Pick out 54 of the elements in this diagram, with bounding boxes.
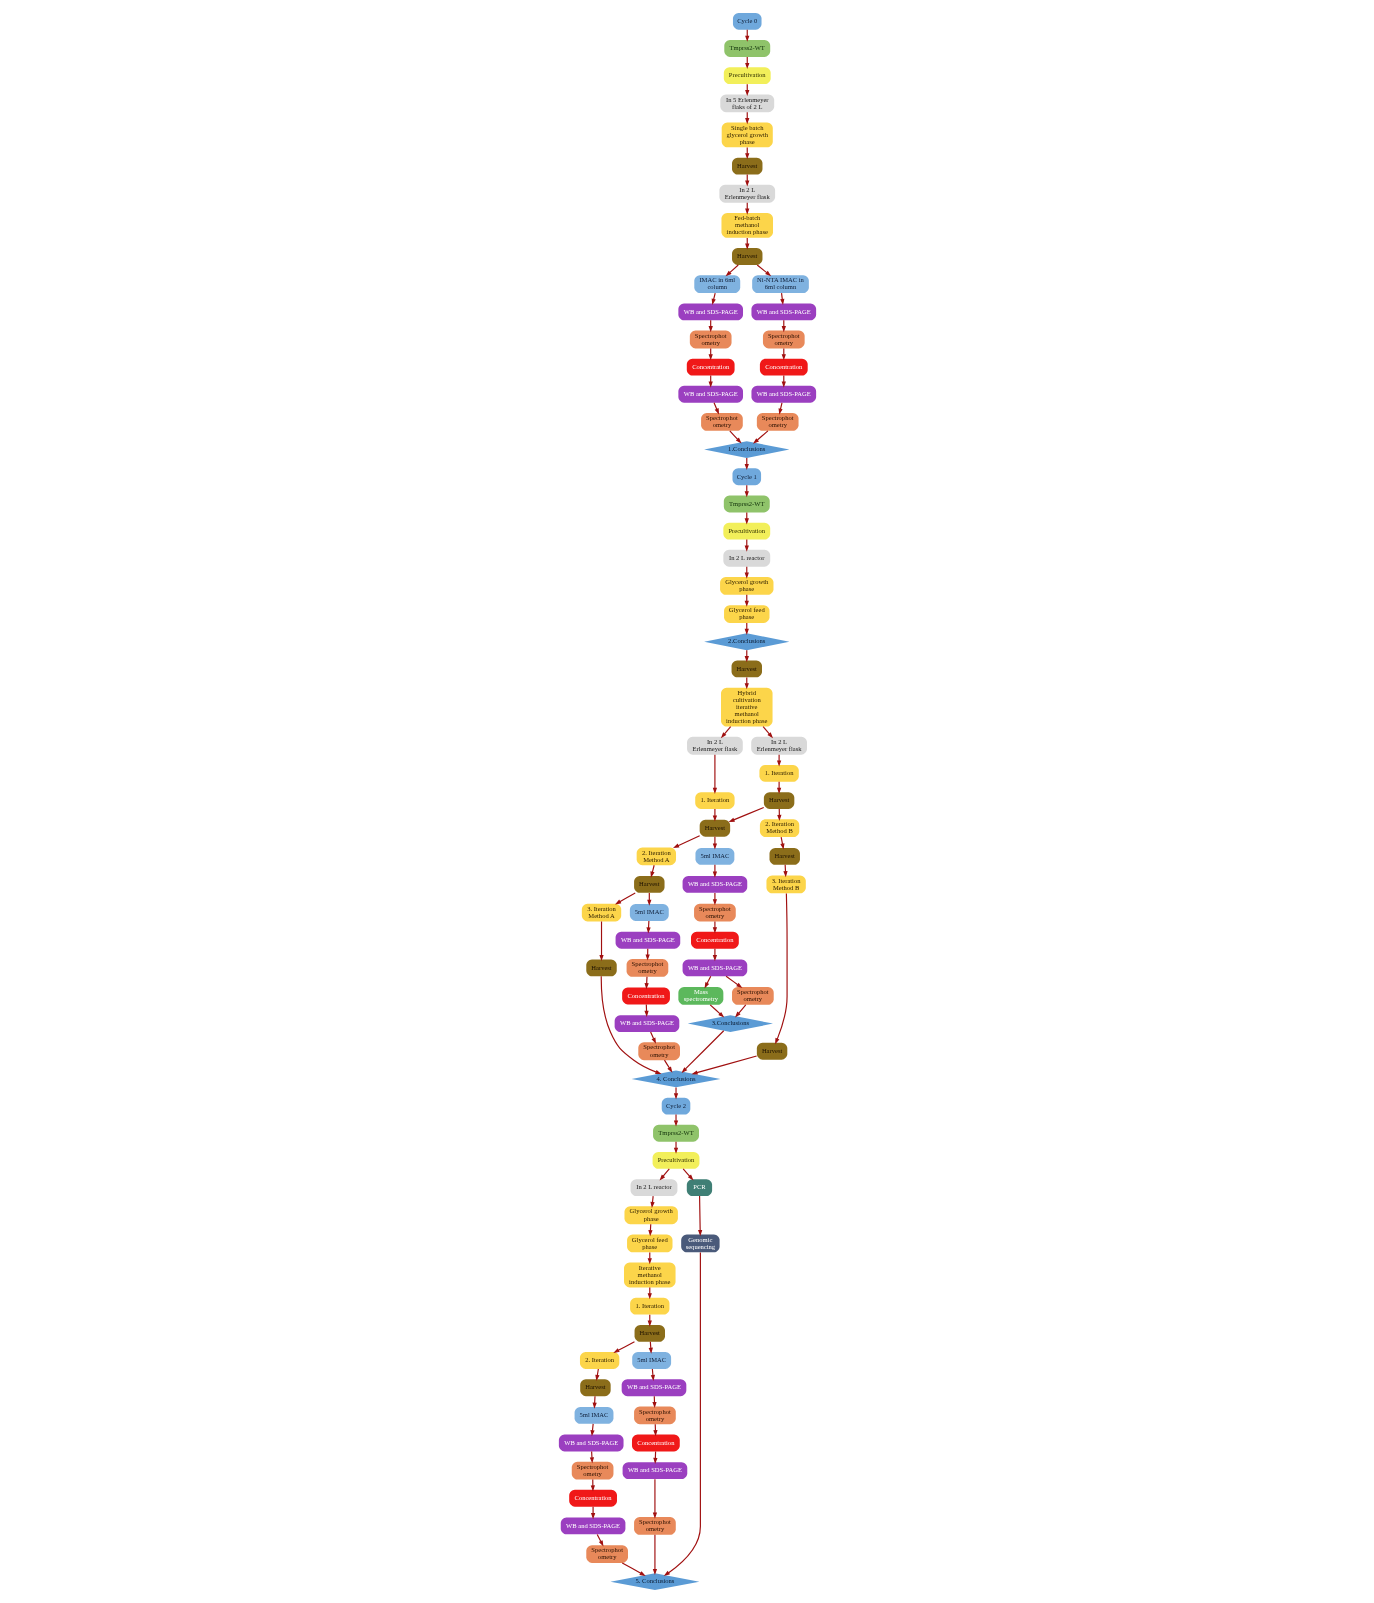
arrow (720, 726, 731, 739)
arrow (663, 1251, 701, 1577)
arrow (712, 948, 717, 962)
arrow (709, 1004, 724, 1018)
arrow (621, 1562, 646, 1577)
arrow (776, 754, 781, 767)
arrow (728, 806, 764, 823)
arrow (663, 1059, 672, 1073)
arrow (711, 292, 716, 305)
arrow (649, 864, 655, 878)
arrow (589, 1423, 595, 1437)
arrow (779, 836, 784, 850)
arrow (612, 1341, 635, 1353)
arrow (691, 1055, 757, 1075)
arrow (673, 1113, 678, 1127)
arrow (649, 1031, 656, 1044)
arrow (752, 430, 768, 444)
arrow (712, 920, 717, 934)
arrow (673, 1086, 678, 1100)
arrow (734, 1004, 746, 1018)
arrow (725, 264, 739, 277)
arrow (778, 402, 783, 415)
arrow (592, 1395, 597, 1409)
arrow (725, 975, 742, 988)
arrow (756, 264, 771, 277)
arrow (596, 1533, 603, 1547)
arrow (681, 1030, 724, 1073)
arrow (594, 1368, 599, 1381)
arrow (673, 1141, 678, 1154)
arrow (774, 892, 788, 1045)
arrow (614, 892, 636, 905)
arrow (659, 1168, 670, 1181)
arrow (644, 976, 649, 990)
arrow (776, 781, 781, 794)
arrow (672, 835, 700, 849)
arrow (652, 1534, 657, 1575)
arrow (600, 975, 661, 1075)
arrow (652, 1478, 657, 1519)
arrow (712, 808, 717, 822)
arrow (589, 1450, 594, 1464)
arrow (590, 1506, 595, 1520)
arrow (649, 1195, 655, 1208)
arrow (728, 430, 742, 444)
arrow (697, 1195, 702, 1237)
arrow (682, 1168, 693, 1181)
arrow (713, 402, 719, 415)
arrow (704, 975, 711, 989)
arrow (712, 892, 717, 906)
arrow (779, 292, 784, 305)
arrow (712, 754, 717, 794)
arrow (762, 726, 773, 739)
arrow (712, 864, 717, 878)
arrow (598, 920, 604, 962)
arrow (712, 836, 717, 850)
